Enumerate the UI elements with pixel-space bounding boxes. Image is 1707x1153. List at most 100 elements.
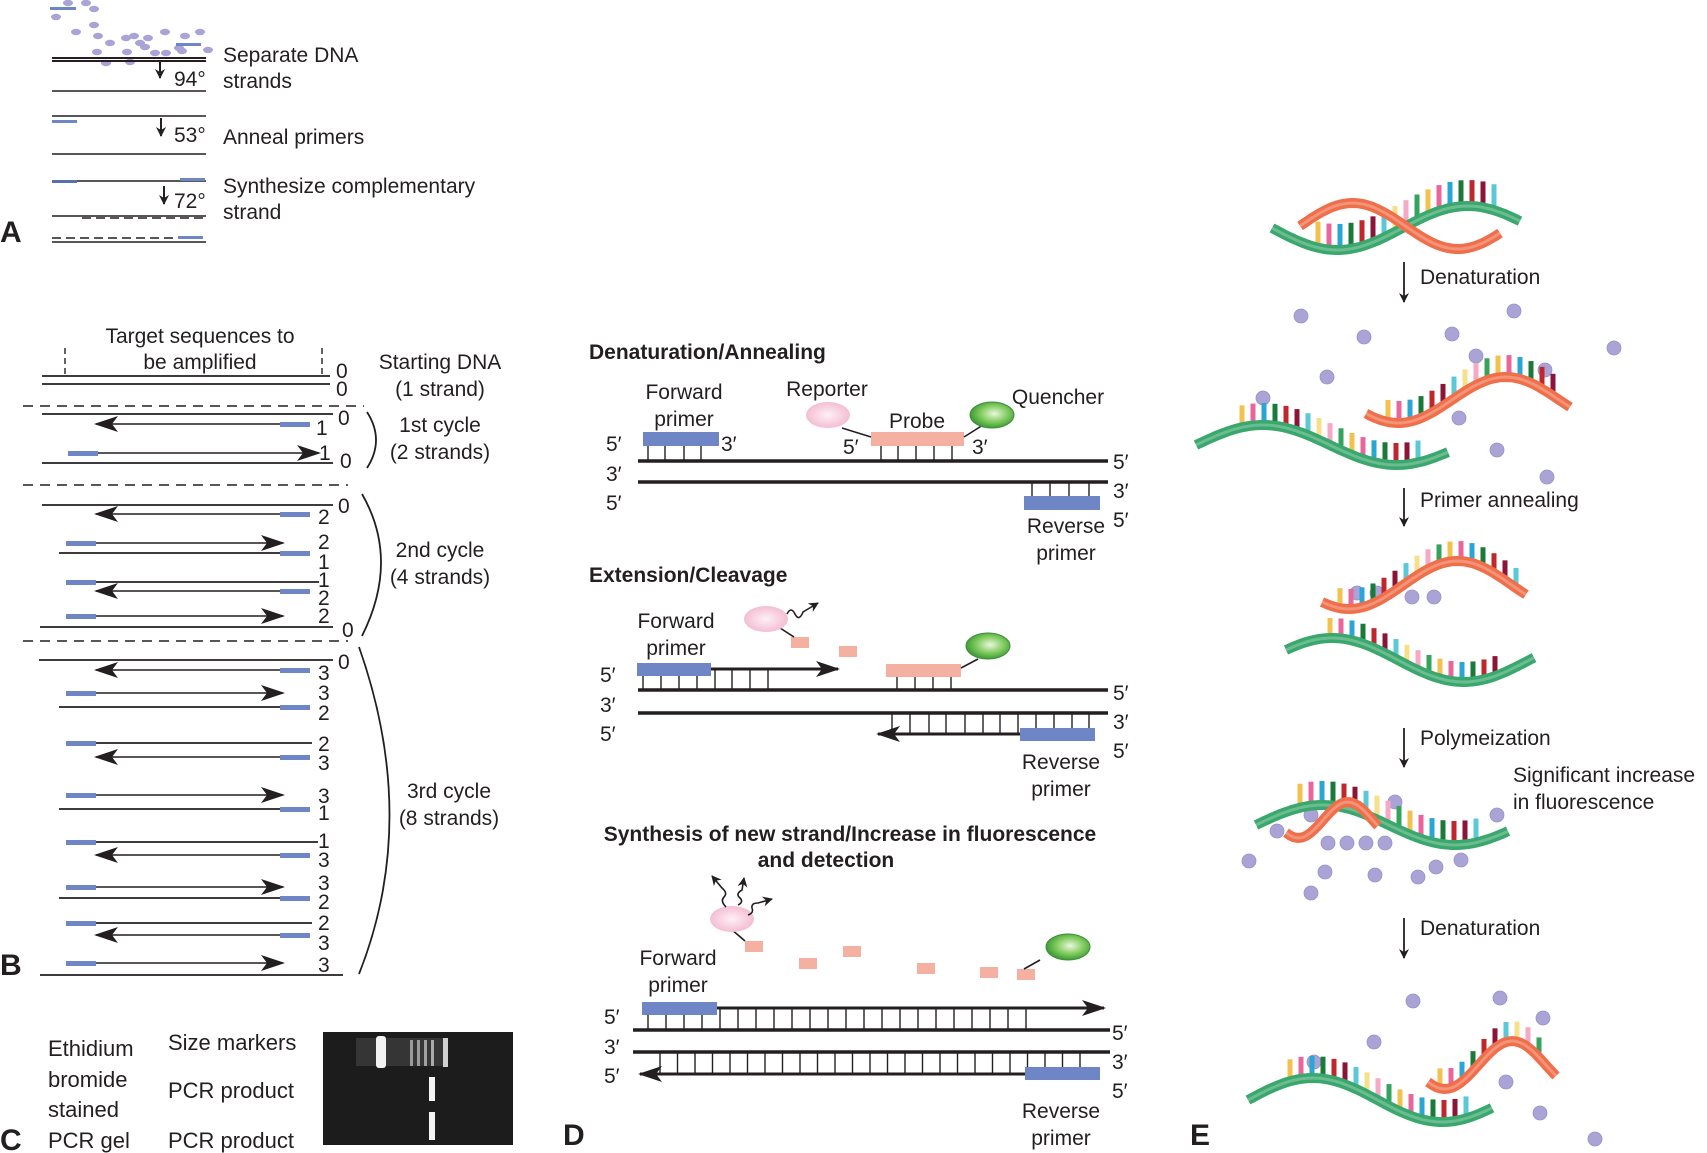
dye-molecule bbox=[1444, 326, 1460, 342]
primer bbox=[280, 551, 310, 556]
generation-number: 2 bbox=[318, 605, 330, 628]
base-pair bbox=[1359, 220, 1365, 247]
base-pair bbox=[1440, 820, 1446, 845]
group-title-start: Starting DNA bbox=[379, 351, 502, 374]
group-subtitle-cycle1: (2 strands) bbox=[390, 441, 490, 464]
dye-molecule bbox=[1366, 1034, 1382, 1050]
reporter-label: Reporter bbox=[786, 378, 868, 401]
base-pair bbox=[1250, 403, 1256, 426]
base-pair bbox=[1320, 1056, 1326, 1079]
quencher-label: Quencher bbox=[1012, 386, 1104, 409]
primer bbox=[66, 793, 96, 798]
base-pair bbox=[1319, 781, 1325, 806]
dna-backbone-highlight bbox=[1195, 423, 1449, 467]
base-pair bbox=[1451, 376, 1457, 399]
primer bbox=[280, 755, 310, 760]
fluorescence-note: Significant increase bbox=[1513, 764, 1695, 787]
dye-molecule bbox=[1358, 835, 1374, 851]
generation-number: 3 bbox=[318, 752, 330, 775]
nucleotide-dot bbox=[81, 0, 91, 7]
end-5-label: 5′ bbox=[600, 723, 616, 746]
reverse-primer-label-2: primer bbox=[1031, 1127, 1091, 1150]
generation-number: 3 bbox=[318, 662, 330, 685]
section-title-synthesis: Synthesis of new strand/Increase in fluo… bbox=[604, 823, 1097, 846]
generation-number: 0 bbox=[338, 495, 350, 518]
base-pair bbox=[1374, 795, 1380, 820]
base-pair bbox=[1272, 403, 1278, 426]
nucleotide-dot bbox=[121, 34, 131, 42]
base-pair bbox=[1452, 1098, 1458, 1121]
dye-molecule bbox=[1489, 442, 1505, 458]
forward-primer-label-2: primer bbox=[654, 408, 714, 431]
fluorescence-emission-icon bbox=[737, 877, 748, 906]
fluorescence-emission-icon bbox=[786, 602, 819, 619]
base-pair bbox=[1338, 618, 1344, 639]
forward-primer bbox=[642, 1002, 717, 1015]
primer bbox=[66, 580, 96, 585]
dna-backbone bbox=[1253, 800, 1511, 850]
base-pair bbox=[1360, 623, 1366, 644]
dye-molecule bbox=[1410, 869, 1426, 885]
base-pair bbox=[1491, 553, 1497, 574]
base-pair bbox=[1506, 355, 1512, 378]
generation-number: 1 bbox=[316, 417, 328, 440]
step-synthesize-label-2: strand bbox=[223, 201, 281, 224]
end-5-label: 5′ bbox=[1113, 740, 1129, 763]
nucleotide-dot bbox=[150, 49, 160, 57]
reverse-primer-label: Reverse bbox=[1022, 1100, 1100, 1123]
primer bbox=[66, 840, 96, 845]
probe-fragment bbox=[745, 941, 763, 952]
dye-molecule bbox=[1317, 864, 1333, 880]
base-pair bbox=[1327, 423, 1333, 446]
base-pair bbox=[1525, 1027, 1531, 1048]
primer bbox=[66, 741, 96, 746]
quencher-dye bbox=[965, 632, 1011, 660]
base-pair bbox=[1418, 396, 1424, 419]
lane-label-size-markers: Size markers bbox=[168, 1030, 296, 1055]
forward-primer bbox=[643, 432, 719, 446]
temp-53: 53° bbox=[174, 124, 206, 147]
generation-number: 3 bbox=[318, 682, 330, 705]
dna-backbone bbox=[1283, 797, 1382, 844]
base-pair bbox=[1414, 194, 1420, 221]
gel-image bbox=[323, 1032, 513, 1145]
base-pair bbox=[1294, 409, 1300, 432]
base-pair bbox=[1341, 783, 1347, 808]
base-pair bbox=[1404, 644, 1410, 665]
dye-molecule bbox=[1241, 853, 1257, 869]
reporter-dye bbox=[710, 906, 754, 932]
step-separate-label: Separate DNA bbox=[223, 44, 358, 67]
nucleotide-dot bbox=[129, 32, 139, 40]
dye-molecule bbox=[1255, 390, 1271, 406]
reverse-primer bbox=[1025, 1067, 1100, 1080]
base-pair bbox=[1437, 1068, 1443, 1089]
primer bbox=[176, 43, 201, 46]
base-pair bbox=[1283, 405, 1289, 428]
primer bbox=[280, 589, 310, 594]
panel-a: 94° Separate DNA strands 53° Anneal prim… bbox=[0, 0, 476, 249]
dye-molecule bbox=[1468, 348, 1484, 364]
base-pair bbox=[1392, 570, 1398, 591]
nucleotide-dot bbox=[180, 32, 190, 40]
step-label-primer-annealing: Primer annealing bbox=[1420, 489, 1579, 512]
reporter-linker bbox=[779, 627, 795, 638]
quencher-linker bbox=[963, 424, 984, 438]
reporter-linker bbox=[841, 427, 872, 438]
quencher-dye bbox=[969, 401, 1015, 429]
base-pair bbox=[1386, 1084, 1392, 1107]
panel-c: Ethidium bromide stained PCR gel Size ma… bbox=[0, 1030, 513, 1153]
end-3-label: 3′ bbox=[606, 463, 622, 486]
base-pair bbox=[1407, 399, 1413, 422]
base-pair bbox=[1337, 223, 1343, 250]
dna-backbone-highlight bbox=[1285, 636, 1535, 684]
base-pair bbox=[1458, 541, 1464, 562]
base-pair bbox=[1315, 221, 1321, 248]
dna-backbone-highlight bbox=[1247, 1076, 1493, 1124]
primer bbox=[66, 921, 96, 926]
probe-fragments bbox=[745, 941, 1035, 980]
base-pair bbox=[1481, 1038, 1487, 1059]
base-pair bbox=[1330, 781, 1336, 806]
generation-number: 1 bbox=[318, 830, 330, 853]
dye-molecule bbox=[1404, 589, 1420, 605]
